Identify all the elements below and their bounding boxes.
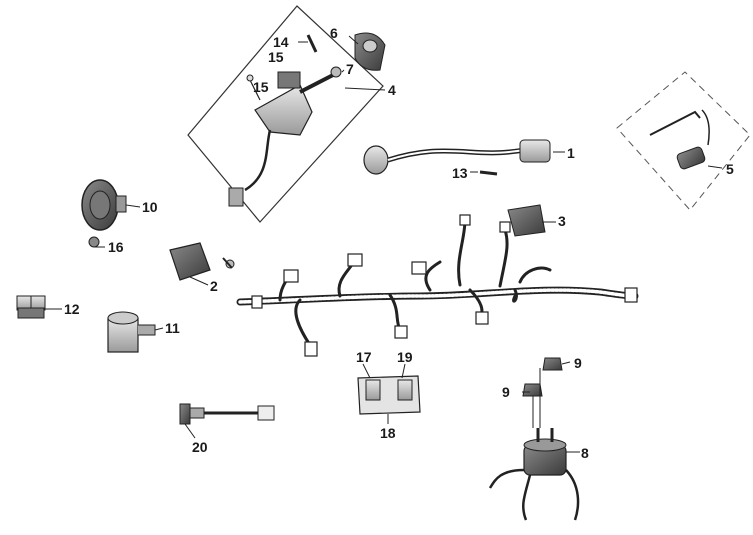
callout-9-top: 9 <box>574 355 582 371</box>
callout-10: 10 <box>142 199 158 215</box>
part-2-regulator <box>169 242 235 281</box>
part-12-connector <box>16 295 46 319</box>
part-18-bracket <box>357 375 421 415</box>
callout-15-lower: 15 <box>253 79 269 95</box>
callout-17: 17 <box>356 349 372 365</box>
callout-15-upper: 15 <box>268 49 284 65</box>
main-wire-harness <box>236 218 639 347</box>
callout-18: 18 <box>380 425 396 441</box>
callout-8: 8 <box>581 445 589 461</box>
callout-3: 3 <box>558 213 566 229</box>
callout-20: 20 <box>192 439 208 455</box>
callout-7: 7 <box>346 61 354 77</box>
callout-19: 19 <box>397 349 413 365</box>
part-11-relay <box>107 311 156 353</box>
callout-1: 1 <box>567 145 575 161</box>
callout-2: 2 <box>210 278 218 294</box>
part-6-key-cap <box>354 32 386 71</box>
callout-5: 5 <box>726 161 734 177</box>
callout-16: 16 <box>108 239 124 255</box>
callout-4: 4 <box>388 82 396 98</box>
part-1-ignition-coil <box>363 139 551 175</box>
part-10-horn <box>81 179 127 231</box>
part-5-component <box>649 109 710 170</box>
part-9-caps <box>522 357 563 397</box>
callout-11: 11 <box>165 320 180 336</box>
callout-12: 12 <box>64 301 80 317</box>
callout-14: 14 <box>273 34 289 50</box>
callout-13: 13 <box>452 165 468 181</box>
part-8-starter-relay <box>488 428 580 521</box>
leader-lines <box>45 35 723 453</box>
harness-connectors <box>251 214 638 357</box>
part-13-bolt <box>479 170 498 176</box>
ignition-switch-part <box>228 66 342 207</box>
part-14-screw <box>306 34 318 53</box>
part-5-dashed-boundary <box>616 71 751 211</box>
callout-6: 6 <box>330 25 338 41</box>
part-16-nut <box>88 236 100 248</box>
part-3-plate <box>507 204 546 237</box>
callout-9-bottom: 9 <box>502 384 510 400</box>
part-20-sensor-wire <box>179 403 275 425</box>
callout-labels: 1 2 3 4 5 6 7 8 9 9 10 11 12 13 14 15 15… <box>64 25 734 461</box>
